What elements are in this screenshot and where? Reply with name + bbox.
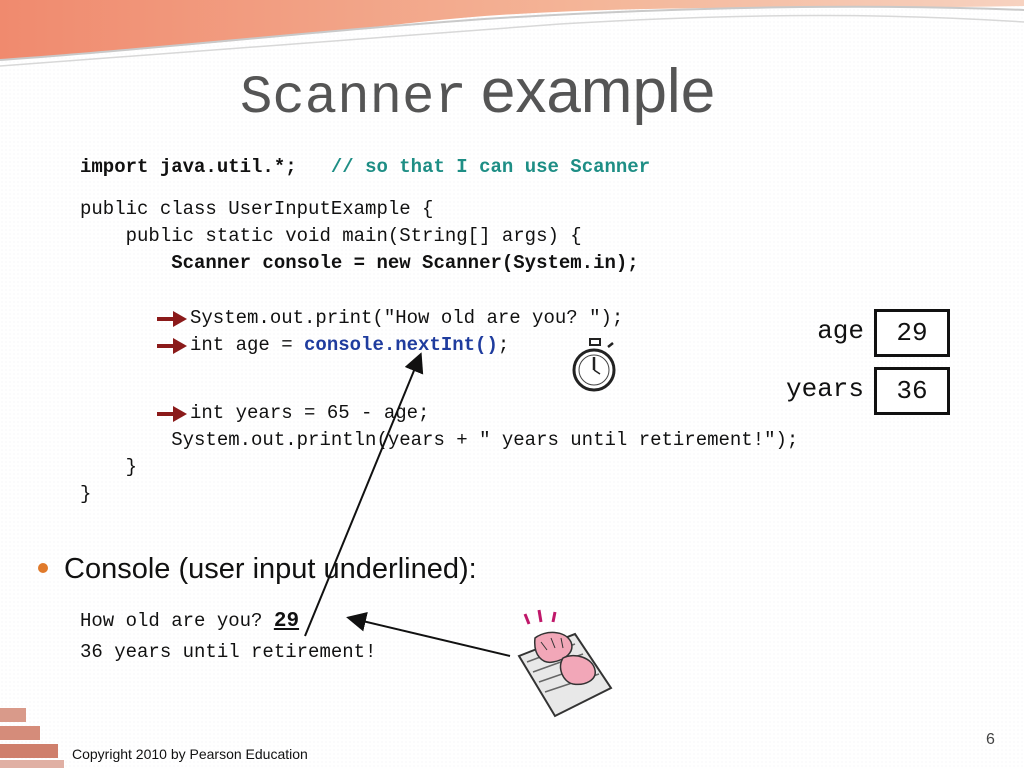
nextint-call: console.nextInt() (304, 334, 498, 356)
title-code-word: Scanner (240, 68, 467, 129)
title-text-word: example (480, 57, 716, 126)
var-label-years: years (785, 374, 864, 404)
typing-keyboard-icon (517, 609, 613, 718)
console-prompt-line: How old are you? 29 (80, 606, 376, 637)
var-box-years: 36 (874, 367, 950, 415)
import-comment: // so that I can use Scanner (330, 156, 651, 178)
var-box-age: 29 (874, 309, 950, 357)
class-close-brace: } (80, 483, 92, 505)
method-close-brace: } (80, 456, 138, 478)
page-number: 6 (986, 731, 995, 748)
line-arrow-icon (157, 311, 187, 327)
copyright-text: Copyright 2010 by Pearson Education (72, 746, 308, 762)
header-wave-decoration (0, 0, 1024, 67)
scanner-statement: Scanner console = new Scanner(System.in)… (80, 252, 639, 274)
console-result-line: 36 years until retirement! (80, 641, 377, 663)
class-line: public class UserInputExample { (80, 198, 434, 220)
console-prompt: How old are you? (80, 610, 274, 632)
line-arrow-icon (157, 406, 187, 422)
stopwatch-icon (572, 338, 616, 392)
println-line: System.out.println(years + " years until… (80, 429, 799, 451)
input-to-code-arrow (304, 352, 424, 637)
bullet-dot (38, 563, 48, 574)
console-user-input: 29 (273, 610, 300, 633)
age-line: int age = console.nextInt(); (190, 332, 509, 359)
console-bullet-text: Console (user input underlined): (64, 553, 477, 585)
years-line: int years = 65 - age; (190, 402, 430, 424)
console-bullet: Console (user input underlined): (38, 553, 477, 586)
bricks-icon (0, 708, 64, 768)
import-line: import java.util.*; // so that I can use… (80, 154, 650, 181)
age-line-prefix: int age = (190, 334, 305, 356)
age-line-suffix: ; (497, 334, 510, 356)
print-line: System.out.print("How old are you? "); (190, 307, 624, 329)
line-arrow-icon (157, 338, 187, 354)
scanner-line: Scanner console = new Scanner(System.in)… (80, 250, 639, 277)
console-output: How old are you? 29 36 years until retire… (80, 606, 376, 667)
var-label-age: age (817, 316, 864, 346)
import-statement: import java.util.*; (80, 156, 297, 178)
main-method-line: public static void main(String[] args) { (80, 225, 582, 247)
